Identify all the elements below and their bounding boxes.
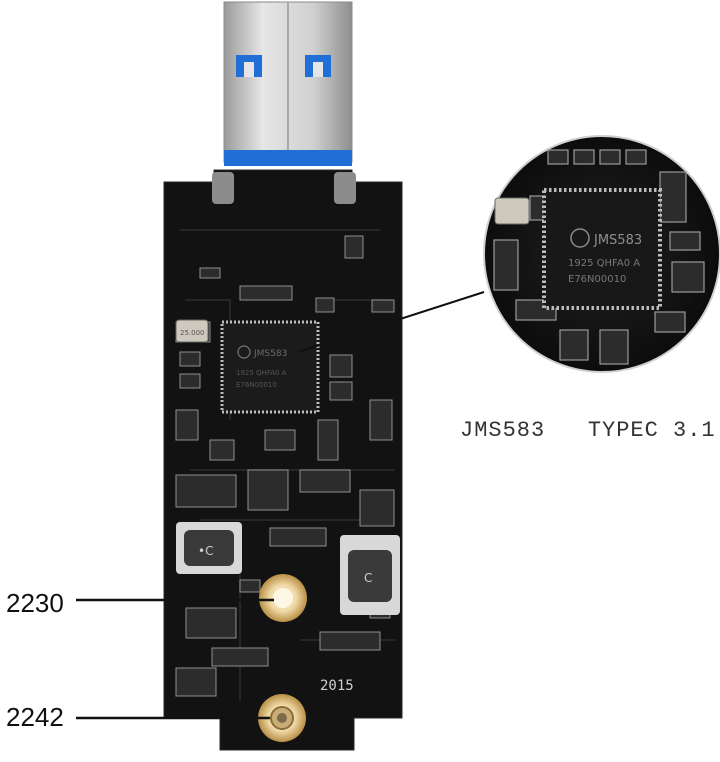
size-label-2242: 2242 xyxy=(6,702,64,732)
silkscreen-year: 2015 xyxy=(320,678,354,694)
callout-line xyxy=(297,291,485,353)
jms583-chip: JMS583 1925 QHFA0 A E76N00010 xyxy=(220,320,320,414)
chip-line2-zoom: 1925 QHFA0 A xyxy=(568,258,640,269)
pcb-board: 25.000 JMS583 1925 QHFA0 A E76N00010 •C … xyxy=(163,169,403,751)
inductor-2: C xyxy=(340,535,400,615)
chip-brand-small: JMS583 xyxy=(253,349,287,359)
inductor-1: •C xyxy=(176,522,242,574)
chip-caption: JMS583 TYPEC 3.1 xyxy=(460,418,716,443)
chip-line3-small: E76N00010 xyxy=(236,381,277,389)
chip-line2-small: 1925 QHFA0 A xyxy=(236,369,287,377)
chip-line3-zoom: E76N00010 xyxy=(568,274,626,285)
size-label-2230: 2230 xyxy=(6,588,64,618)
inductor-2-mark: C xyxy=(364,571,372,585)
crystal-label: 25.000 xyxy=(180,329,205,337)
usb-a-connector xyxy=(223,1,353,166)
chip-zoom-lens: JMS583 1925 QHFA0 A E76N00010 xyxy=(483,135,720,373)
chip-brand-zoom: JMS583 xyxy=(593,233,642,248)
inductor-1-mark: •C xyxy=(198,544,213,558)
